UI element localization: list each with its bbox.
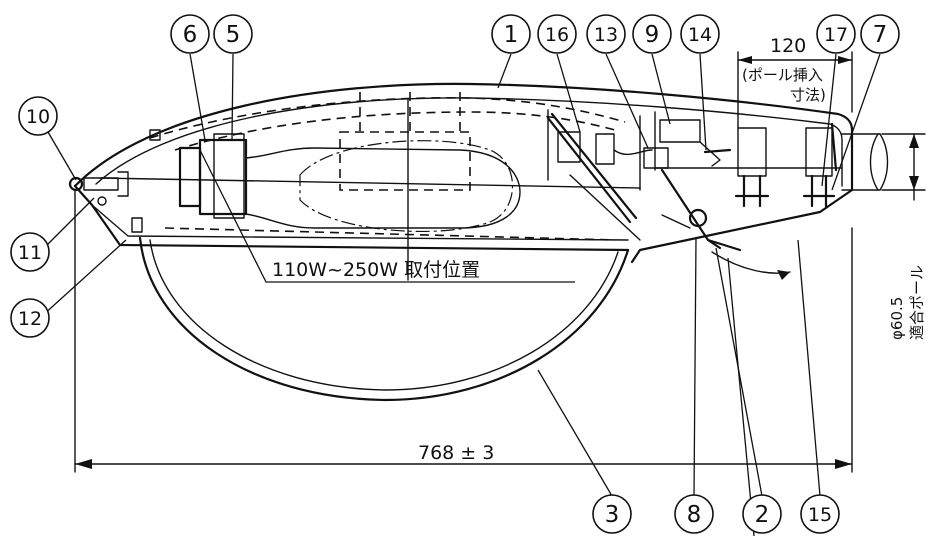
globe bbox=[138, 236, 630, 402]
callout-circle bbox=[491, 14, 531, 54]
callout-number: 15 bbox=[808, 504, 832, 526]
callout-number: 6 bbox=[183, 22, 198, 48]
lamp-position-label: 110W~250W 取付位置 bbox=[272, 259, 480, 281]
callout-circle bbox=[680, 14, 720, 54]
callout-circle bbox=[170, 14, 210, 54]
callout-10: 10 bbox=[18, 96, 58, 136]
callout-number: 7 bbox=[873, 22, 888, 48]
callout-number: 5 bbox=[226, 22, 241, 48]
callout-15: 15 bbox=[800, 494, 840, 534]
callout-circle bbox=[213, 14, 253, 54]
leader-lines bbox=[41, 53, 881, 536]
ballast-area bbox=[546, 112, 742, 252]
callout-circle bbox=[10, 298, 50, 338]
callout-3: 3 bbox=[592, 494, 632, 534]
callout-circle bbox=[10, 232, 50, 272]
callout-circle bbox=[816, 14, 856, 54]
callout-circle bbox=[537, 14, 577, 54]
callout-number: 11 bbox=[18, 242, 42, 264]
callout-16: 16 bbox=[537, 14, 577, 54]
callout-circle bbox=[742, 494, 782, 534]
pole-clamp bbox=[734, 122, 889, 208]
callout-number: 17 bbox=[824, 24, 848, 46]
callout-number: 16 bbox=[545, 24, 569, 46]
callout-number: 13 bbox=[594, 24, 618, 46]
housing bbox=[73, 82, 854, 264]
callout-2: 2 bbox=[742, 494, 782, 534]
callout-circle bbox=[860, 14, 900, 54]
callout-circle bbox=[800, 494, 840, 534]
callout-8: 8 bbox=[674, 494, 714, 534]
callout-circle bbox=[674, 494, 714, 534]
callout-number: 14 bbox=[688, 24, 712, 46]
callout-number: 9 bbox=[645, 22, 660, 48]
callout-14: 14 bbox=[680, 14, 720, 54]
callout-number: 8 bbox=[687, 502, 702, 528]
overall-length-label: 768 ± 3 bbox=[418, 442, 494, 464]
callout-13: 13 bbox=[586, 14, 626, 54]
callout-5: 5 bbox=[213, 14, 253, 54]
callout-number: 3 bbox=[605, 502, 620, 528]
pole-diameter-label: φ60.5 bbox=[888, 297, 906, 340]
callout-6: 6 bbox=[170, 14, 210, 54]
callout-circle bbox=[592, 494, 632, 534]
callout-12: 12 bbox=[10, 298, 50, 338]
callout-number: 10 bbox=[26, 106, 50, 128]
callout-number: 1 bbox=[504, 22, 519, 48]
callout-circle bbox=[18, 96, 58, 136]
pole-insert-label-line2: 寸法) bbox=[790, 86, 826, 104]
callout-number: 12 bbox=[18, 308, 42, 330]
callout-9: 9 bbox=[632, 14, 672, 54]
callout-11: 11 bbox=[10, 232, 50, 272]
latch-assembly bbox=[68, 129, 161, 233]
callout-1: 1 bbox=[491, 14, 531, 54]
pole-insert-dimension: 120 bbox=[770, 35, 806, 57]
lamp bbox=[178, 92, 521, 281]
callout-circle bbox=[586, 14, 626, 54]
callout-7: 7 bbox=[860, 14, 900, 54]
callout-number: 2 bbox=[755, 502, 770, 528]
callout-circle bbox=[632, 14, 672, 54]
callout-17: 17 bbox=[816, 14, 856, 54]
dimension-lines bbox=[74, 51, 926, 473]
pole-fit-label: 適合ポール bbox=[908, 265, 926, 340]
pole-insert-label-line1: (ポール挿入 bbox=[742, 66, 823, 84]
